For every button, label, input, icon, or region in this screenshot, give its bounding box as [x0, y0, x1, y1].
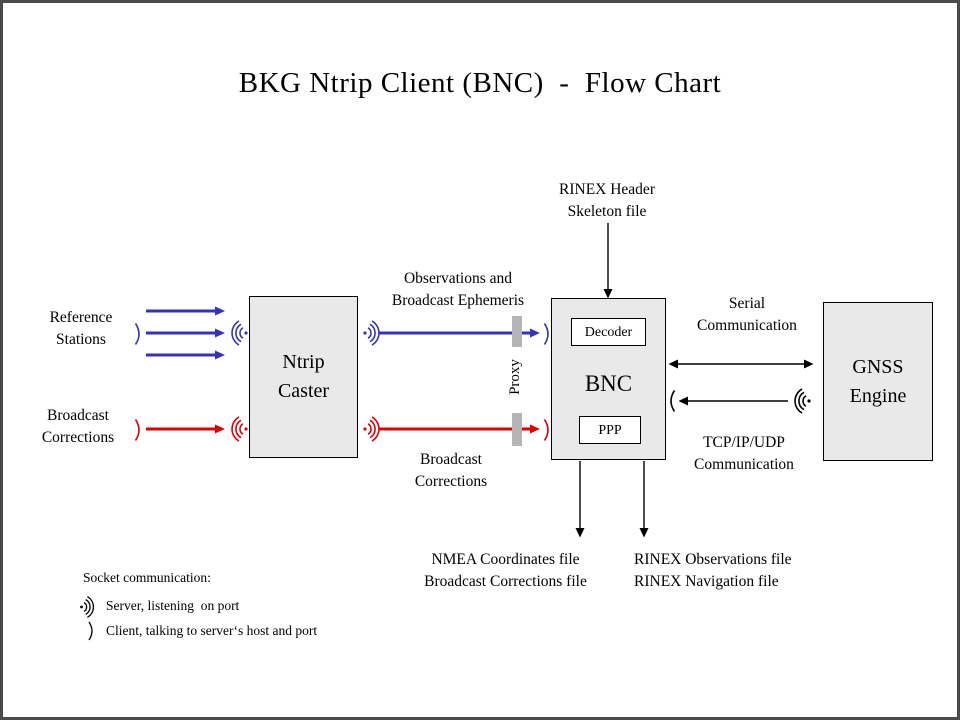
legend-title: Socket communication: [83, 570, 211, 585]
reference-stream-arrow [146, 350, 225, 360]
rinex-header-label: RINEX Header Skeleton file [559, 181, 655, 220]
reference-stream-arrow [146, 306, 225, 316]
client-socket-icon [543, 419, 549, 441]
reference-stream-arrow [146, 328, 225, 338]
server-socket-icon [231, 320, 248, 346]
ppp-subnode: PPP [579, 416, 641, 444]
tcp-comm-label: TCP/IP/UDP Communication [694, 434, 794, 473]
ntrip-caster-node: Ntrip Caster [249, 296, 358, 458]
nmea-output-arrow [575, 461, 585, 538]
tcp-comm-arrow [678, 396, 788, 406]
server-socket-icon [363, 416, 380, 442]
server-socket-icon [231, 416, 248, 442]
bnc-label: BNC [584, 371, 633, 396]
server-socket-icon [80, 596, 94, 618]
legend-client-label: Client, talking to server‘s host and por… [106, 623, 318, 638]
rinex-header-arrow [603, 223, 613, 299]
observations-ephemeris-label: Observations and Broadcast Ephemeris [391, 270, 525, 309]
proxy-bar [512, 316, 522, 347]
client-socket-icon [88, 621, 93, 641]
broadcast-corrections-link-label: Broadcast Corrections [414, 451, 488, 490]
server-socket-icon [794, 388, 811, 414]
proxy-bar [512, 413, 522, 446]
serial-comm-label: Serial Communication [697, 295, 797, 334]
client-socket-icon [670, 390, 676, 412]
serial-comm-arrow [668, 359, 814, 369]
proxy-label: Proxy [507, 359, 523, 395]
corrections-link-arrow [379, 424, 540, 434]
rinex-files-label: RINEX Observations file RINEX Navigation… [634, 551, 792, 590]
client-socket-icon [543, 323, 549, 345]
page-title: BKG Ntrip Client (BNC) - Flow Chart [238, 67, 722, 99]
legend-server-label: Server, listening on port [106, 598, 240, 613]
bnc-node: Decoder BNC PPP [551, 298, 666, 460]
gnss-engine-node: GNSS Engine [823, 302, 933, 461]
rinex-output-arrow [639, 461, 649, 538]
reference-stations-label: Reference Stations [49, 309, 113, 348]
decoder-subnode: Decoder [571, 318, 646, 346]
corrections-stream-arrow [146, 424, 225, 434]
observations-link-arrow [379, 328, 540, 338]
client-socket-icon [134, 323, 140, 345]
server-socket-icon [363, 320, 380, 346]
client-socket-icon [134, 419, 140, 441]
nmea-files-label: NMEA Coordinates file Broadcast Correcti… [424, 551, 587, 590]
broadcast-corrections-label: Broadcast Corrections [41, 407, 115, 446]
